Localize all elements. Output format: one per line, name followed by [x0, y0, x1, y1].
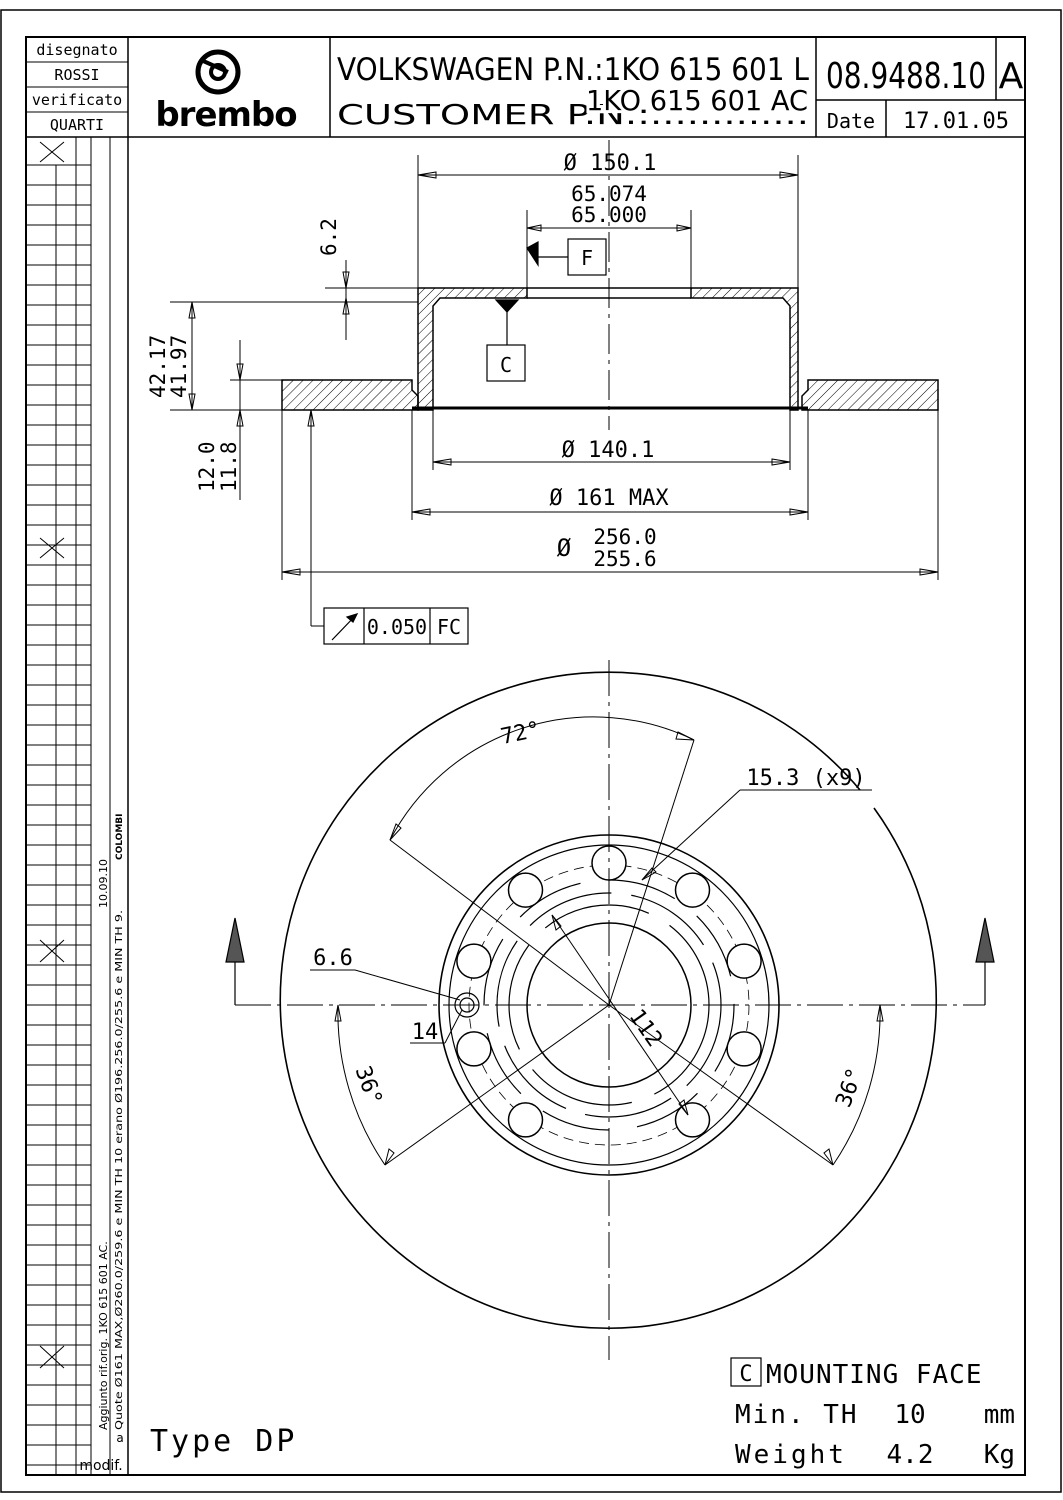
pcd-112: 112: [624, 1005, 667, 1052]
disc-section-view: [281, 287, 939, 411]
datum-f-symbol: [526, 238, 607, 276]
customer-label: CUSTOMER P.N.:.............: [337, 98, 809, 131]
weight-label: Weight: [735, 1440, 847, 1470]
min-th-unit: mm: [984, 1400, 1015, 1430]
weight-unit: Kg: [984, 1440, 1015, 1470]
weight-value: 4.2: [887, 1440, 934, 1470]
drawn-label: disegnato: [36, 41, 117, 59]
checked-by: QUARTI: [50, 116, 104, 134]
angle-36-right: 36°: [831, 1065, 868, 1111]
datum-f-label: F: [581, 246, 593, 270]
dim-bore-min: 65.000: [571, 203, 647, 227]
revision-cross-marks: [39, 141, 65, 1369]
dim-thickness-max: 12.0: [195, 441, 219, 492]
dim-hat-depth: 6.2: [317, 218, 341, 256]
drawn-by: ROSSI: [54, 66, 99, 84]
type-label: Type DP: [150, 1424, 297, 1459]
checked-label: verificato: [32, 91, 122, 109]
holes-label: 15.3 (x9): [746, 766, 865, 791]
dim-thickness-min: 11.8: [217, 441, 241, 492]
bolt-hole: [456, 1031, 492, 1067]
dim-height-min: 41.97: [167, 335, 191, 398]
tolerance-value: 0.050: [367, 615, 427, 639]
dim-od-max: 256.0: [593, 525, 656, 549]
datum-c-label: C: [500, 353, 512, 377]
dim-hat-diameter: Ø 150.1: [564, 151, 657, 176]
min-th-label: Min. TH: [735, 1400, 859, 1430]
brembo-part-number: 08.9488.10: [826, 56, 986, 97]
revision-letter: A: [999, 56, 1024, 97]
dim-od-min: 255.6: [593, 547, 656, 571]
frame-border: [25, 36, 1026, 1476]
bolt-hole: [456, 943, 492, 979]
front-dimensions: [310, 716, 881, 1166]
date-label: Date: [827, 109, 875, 133]
dim-height-max: 42.17: [146, 335, 170, 398]
dim-od-symbol: Ø: [557, 534, 572, 562]
section-cut-markers: [225, 917, 995, 1005]
oem-part-number: VOLKSWAGEN P.N.:1KO 615 601 L: [337, 52, 810, 88]
dim-bore-max: 65.074: [571, 182, 647, 206]
small-hole-counterbore: 14: [412, 1020, 439, 1045]
bolt-hole: [726, 943, 762, 979]
small-hole-diameter: 6.6: [313, 946, 353, 971]
title-block: [26, 37, 1025, 138]
section-arrows: [188, 171, 939, 576]
customer-part-number: 1KO 615 601 AC: [586, 84, 808, 117]
logo-text: brembo: [155, 95, 296, 135]
date-value: 17.01.05: [903, 109, 1009, 134]
mounting-face-box: [730, 1357, 762, 1387]
revision-note-1: Aggiunto rif.orig. 1KO 615 601 AC.: [97, 1241, 110, 1430]
dim-inner-diameter: Ø 140.1: [562, 438, 655, 463]
runout-tolerance-frame: [323, 607, 469, 645]
min-th-value: 10: [894, 1400, 925, 1430]
tolerance-datum: FC: [437, 615, 461, 639]
bolt-hole: [507, 1102, 544, 1138]
outer-border: [0, 9, 1062, 1493]
brembo-logo: brembo: [155, 49, 298, 135]
section-dimensions: [170, 155, 939, 627]
revision-author: COLOMBI: [115, 814, 125, 861]
revision-date: 10.09.10: [97, 859, 110, 908]
angle-36-left: 36°: [350, 1063, 387, 1109]
bolt-hole: [674, 1102, 711, 1138]
bolt-holes: [456, 845, 762, 1138]
angle-72: 72°: [499, 717, 543, 750]
front-arrows: [334, 731, 884, 1166]
revision-note-2: Quote Ø161 MAX,Ø260.0/259.6 e MIN TH 10 …: [113, 910, 125, 1430]
bolt-hole: [674, 872, 711, 908]
mounting-face-datum: C: [739, 1362, 752, 1387]
bolt-hole: [507, 872, 544, 908]
revision-letter-a: a: [116, 1431, 123, 1445]
mounting-face-text: MOUNTING FACE: [766, 1360, 983, 1390]
modif-label: modif.: [79, 1458, 122, 1474]
datum-c-symbol: [486, 299, 526, 382]
bolt-hole: [726, 1031, 762, 1067]
revision-grid: [26, 137, 129, 1475]
front-centerlines: [235, 660, 985, 1360]
dim-161-max: Ø 161 MAX: [549, 486, 669, 511]
